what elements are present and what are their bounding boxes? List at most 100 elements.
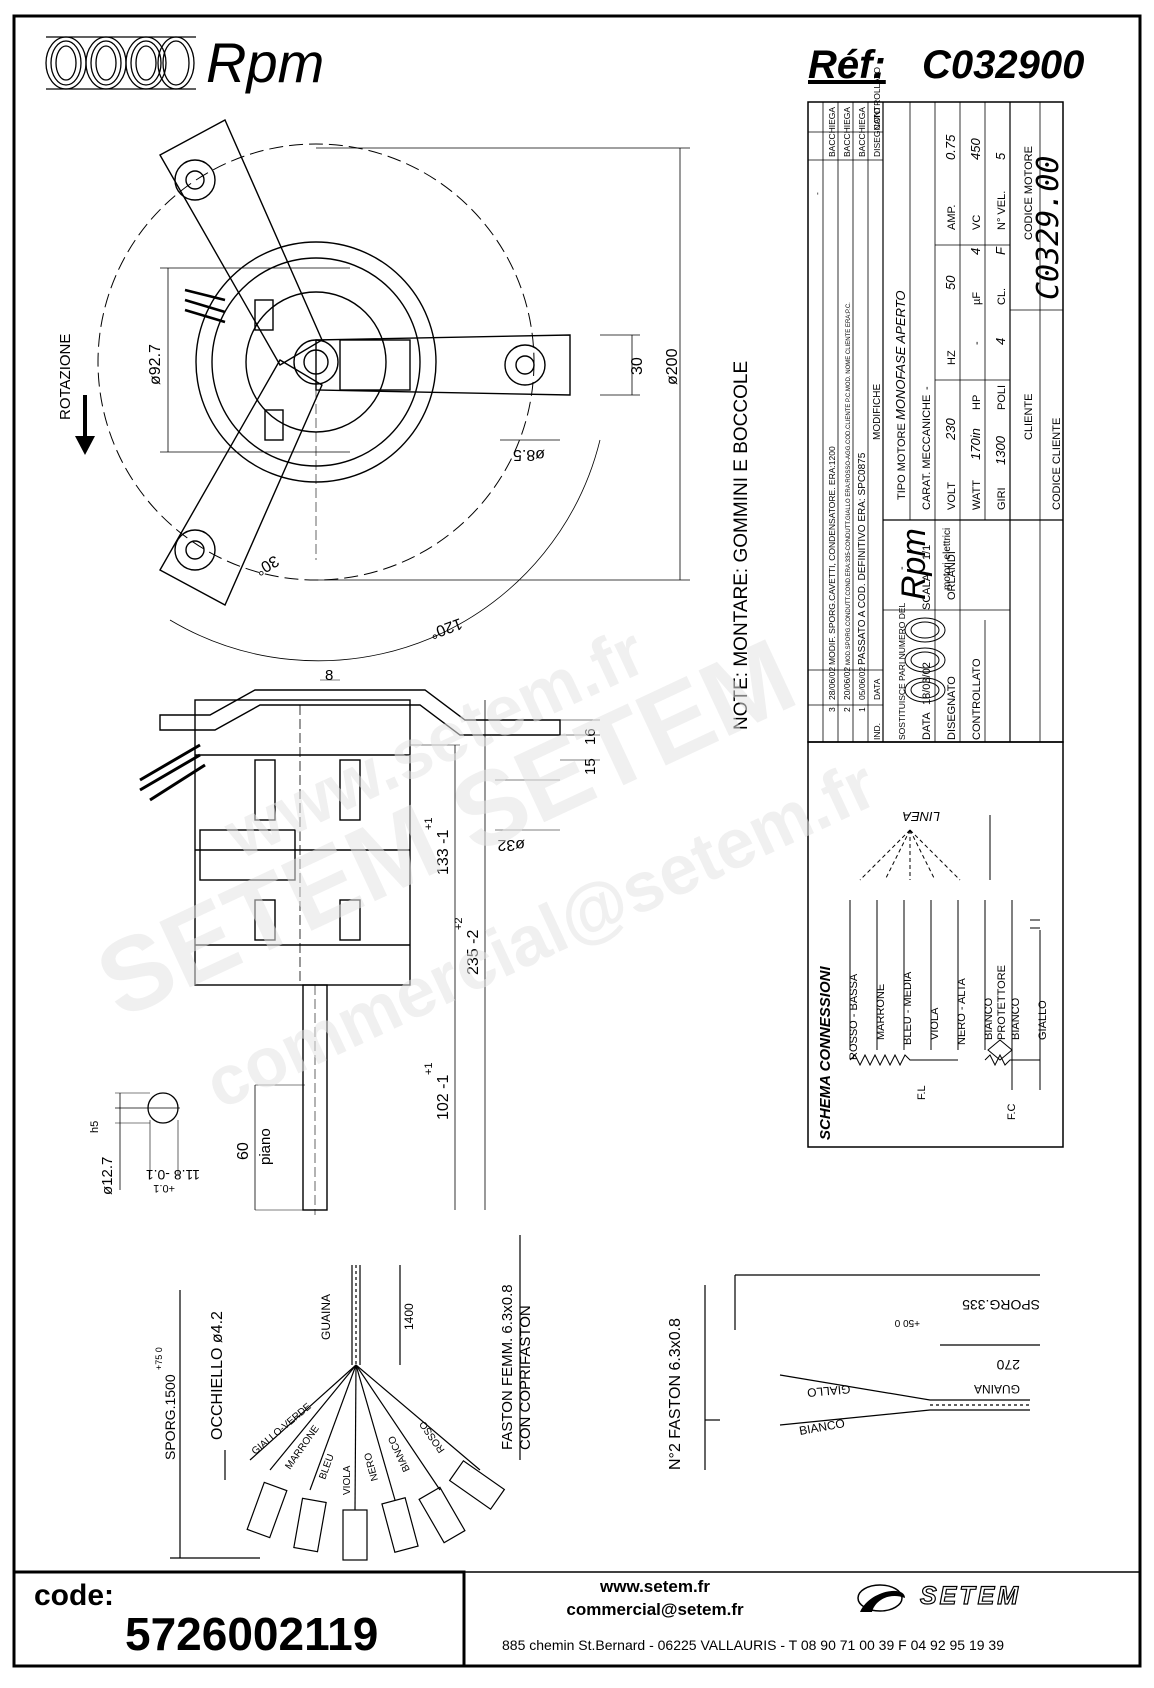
data-value: 18/03/02	[921, 662, 933, 705]
wire-viola: VIOLA	[929, 1007, 941, 1040]
codmot-label: CODICE MOTORE	[1023, 146, 1035, 240]
watt-label: WATT	[971, 480, 983, 510]
rotation-label: ROTAZIONE	[57, 334, 74, 420]
giri-value: 1300	[993, 435, 1008, 465]
cable-nero: NERO	[363, 1451, 381, 1482]
rev3-ind: 3	[827, 707, 837, 712]
dim-118: 11.8 -0.1	[146, 1167, 200, 1183]
brand-name: Rpm	[206, 31, 324, 94]
dim-15: 15	[582, 758, 599, 775]
cable-guaina: GUAINA	[319, 1294, 333, 1340]
tipo-value: MONOFASE APERTO	[893, 290, 908, 420]
code-box	[12, 1570, 466, 1668]
capacitor-leads	[704, 1274, 1040, 1470]
rev2-date: 20/06/02	[842, 667, 852, 700]
dim-piano: piano	[257, 1128, 274, 1165]
titleblock-brand-name: Rpm	[895, 528, 933, 600]
dim-30deg: 30°	[252, 552, 281, 579]
wire-giallo: GIALLO	[1037, 1000, 1049, 1040]
nvel-label: N° VEL.	[996, 191, 1008, 230]
watt-value: 170in	[968, 428, 983, 460]
cable-occhiello: OCCHIELLO ø4.2	[209, 1311, 226, 1440]
wire-bianco-1: BIANCO	[983, 997, 995, 1040]
scala-label: SCALA	[921, 573, 933, 610]
cable-faston: FASTON FEMM. 6.3x0.8	[499, 1284, 516, 1450]
vc-value: 450	[968, 138, 983, 160]
wire-bianco-2: BIANCO	[1010, 997, 1022, 1040]
cable-labels: SPORG.1500 +75 0 OCCHIELLO ø4.2 GUAINA 1…	[154, 1284, 534, 1495]
wiring-schema: SCHEMA CONNESSIONI LINEA ROSSO - BASSA M…	[807, 741, 1064, 1148]
rev3-text: MODIF. SPORG.CAVETTI, CONDENSATORE. ERA:…	[827, 446, 837, 665]
cable-viola: VIOLA	[342, 1465, 353, 1495]
capacitor-labels: N°2 FASTON 6.3x0.8 SPORG.335 +50 0 270 G…	[667, 1297, 1040, 1470]
side-view	[139, 679, 600, 1215]
tipo-label: TIPO MOTORE	[896, 423, 908, 500]
cap-sporg: SPORG.335	[962, 1297, 1040, 1313]
dim-133-tol: +1	[423, 817, 435, 830]
wire-marrone: MARRONE	[875, 984, 887, 1040]
uf-value: 4	[968, 248, 983, 255]
sheet-border	[12, 14, 1142, 1668]
dim-118-tol: +0.1	[153, 1182, 175, 1194]
rev2-text: MOD.SPORG.CONDUTT.COND.ERA:335-CONDUTT.G…	[846, 302, 852, 665]
sost-label: SOSTITUISCE PARI NUMERO DEL	[897, 602, 907, 740]
rev3-date: 28/06/02	[827, 667, 837, 700]
carat-value: -	[921, 386, 933, 390]
dim-235: 235 -2	[465, 930, 482, 975]
rev2-by: BACCHIEGA	[842, 107, 852, 157]
cable-bleu: BLEU	[317, 1453, 336, 1481]
cap-giallo: GIALLO	[807, 1382, 851, 1400]
dim-8: 8	[325, 667, 333, 684]
rev1-by: BACCHIEGA	[857, 107, 867, 157]
data-label: DATA	[921, 712, 933, 740]
rev-head-checked: CONTROLLATO	[872, 67, 882, 130]
watermark: www.setem.fr SETEM SETEM commercial@sete…	[80, 612, 887, 1124]
top-view	[97, 119, 690, 662]
dim-d85: ø8.5	[513, 446, 545, 463]
rev-head-ind: IND.	[872, 723, 882, 740]
cable-bianco: BIANCO	[386, 1434, 412, 1474]
rev1-ind: 1	[857, 707, 867, 712]
cap-faston: N°2 FASTON 6.3x0.8	[667, 1318, 684, 1470]
footer-email: commercial@setem.fr	[566, 1600, 744, 1619]
vc-label: VC	[971, 215, 983, 230]
poli-label: POLI	[996, 385, 1008, 410]
codcli-label: CODICE CLIENTE	[1051, 418, 1063, 510]
rev1-text: PASSATO A COD. DEFINITIVO ERA: SPC0875	[857, 452, 868, 665]
schema-fl: F.L	[916, 1085, 928, 1100]
carat-label: CARAT. MECCANICHE	[921, 395, 933, 510]
dim-d92: ø92.7	[147, 344, 164, 385]
dim-120deg: 120°	[428, 614, 465, 641]
cable-sporg-tol: +75 0	[154, 1347, 164, 1370]
cap-guaina: GUAINA	[974, 1382, 1020, 1396]
titleblock-brand-sub: motori elettrici	[942, 528, 953, 590]
disegnato-value: ORLANDI	[946, 551, 958, 600]
setem-logo: SETEM	[857, 1581, 1019, 1612]
dim-102: 102 -1	[435, 1075, 452, 1120]
amp-value: 0.75	[943, 134, 958, 160]
poli-value: 4	[993, 338, 1008, 345]
cable-rosso: ROSSO	[418, 1419, 448, 1455]
dim-h5: h5	[89, 1121, 101, 1133]
volt-label: VOLT	[946, 482, 958, 510]
footer-address: 885 chemin St.Bernard - 06225 VALLAURIS …	[502, 1637, 1004, 1653]
cable-1400: 1400	[402, 1303, 416, 1330]
schema-title: SCHEMA CONNESSIONI	[817, 966, 834, 1140]
rev2-ind: 2	[842, 707, 852, 712]
drawing-note: NOTE: MONTARE: GOMMINI E BOCCOLE	[731, 361, 752, 730]
hz-label: HZ	[946, 350, 958, 365]
schema-linea: LINEA	[902, 809, 940, 824]
cl-label: CL.	[996, 288, 1008, 305]
dim-235-tol: +2	[453, 917, 465, 930]
uf-label: µF	[971, 292, 983, 305]
hp-value: -	[971, 341, 983, 345]
cl-value: F	[993, 246, 1008, 255]
wire-rosso-bassa: ROSSO - BASSA	[848, 973, 860, 1060]
rev3-by: BACCHIEGA	[827, 107, 837, 157]
sost-value: -	[896, 566, 908, 570]
hz-value: 50	[943, 275, 958, 290]
wire-bleu-media: BLEU - MEDIA	[902, 971, 914, 1045]
nvel-value: 5	[993, 152, 1008, 160]
rev-head-date: DATA	[872, 678, 882, 700]
